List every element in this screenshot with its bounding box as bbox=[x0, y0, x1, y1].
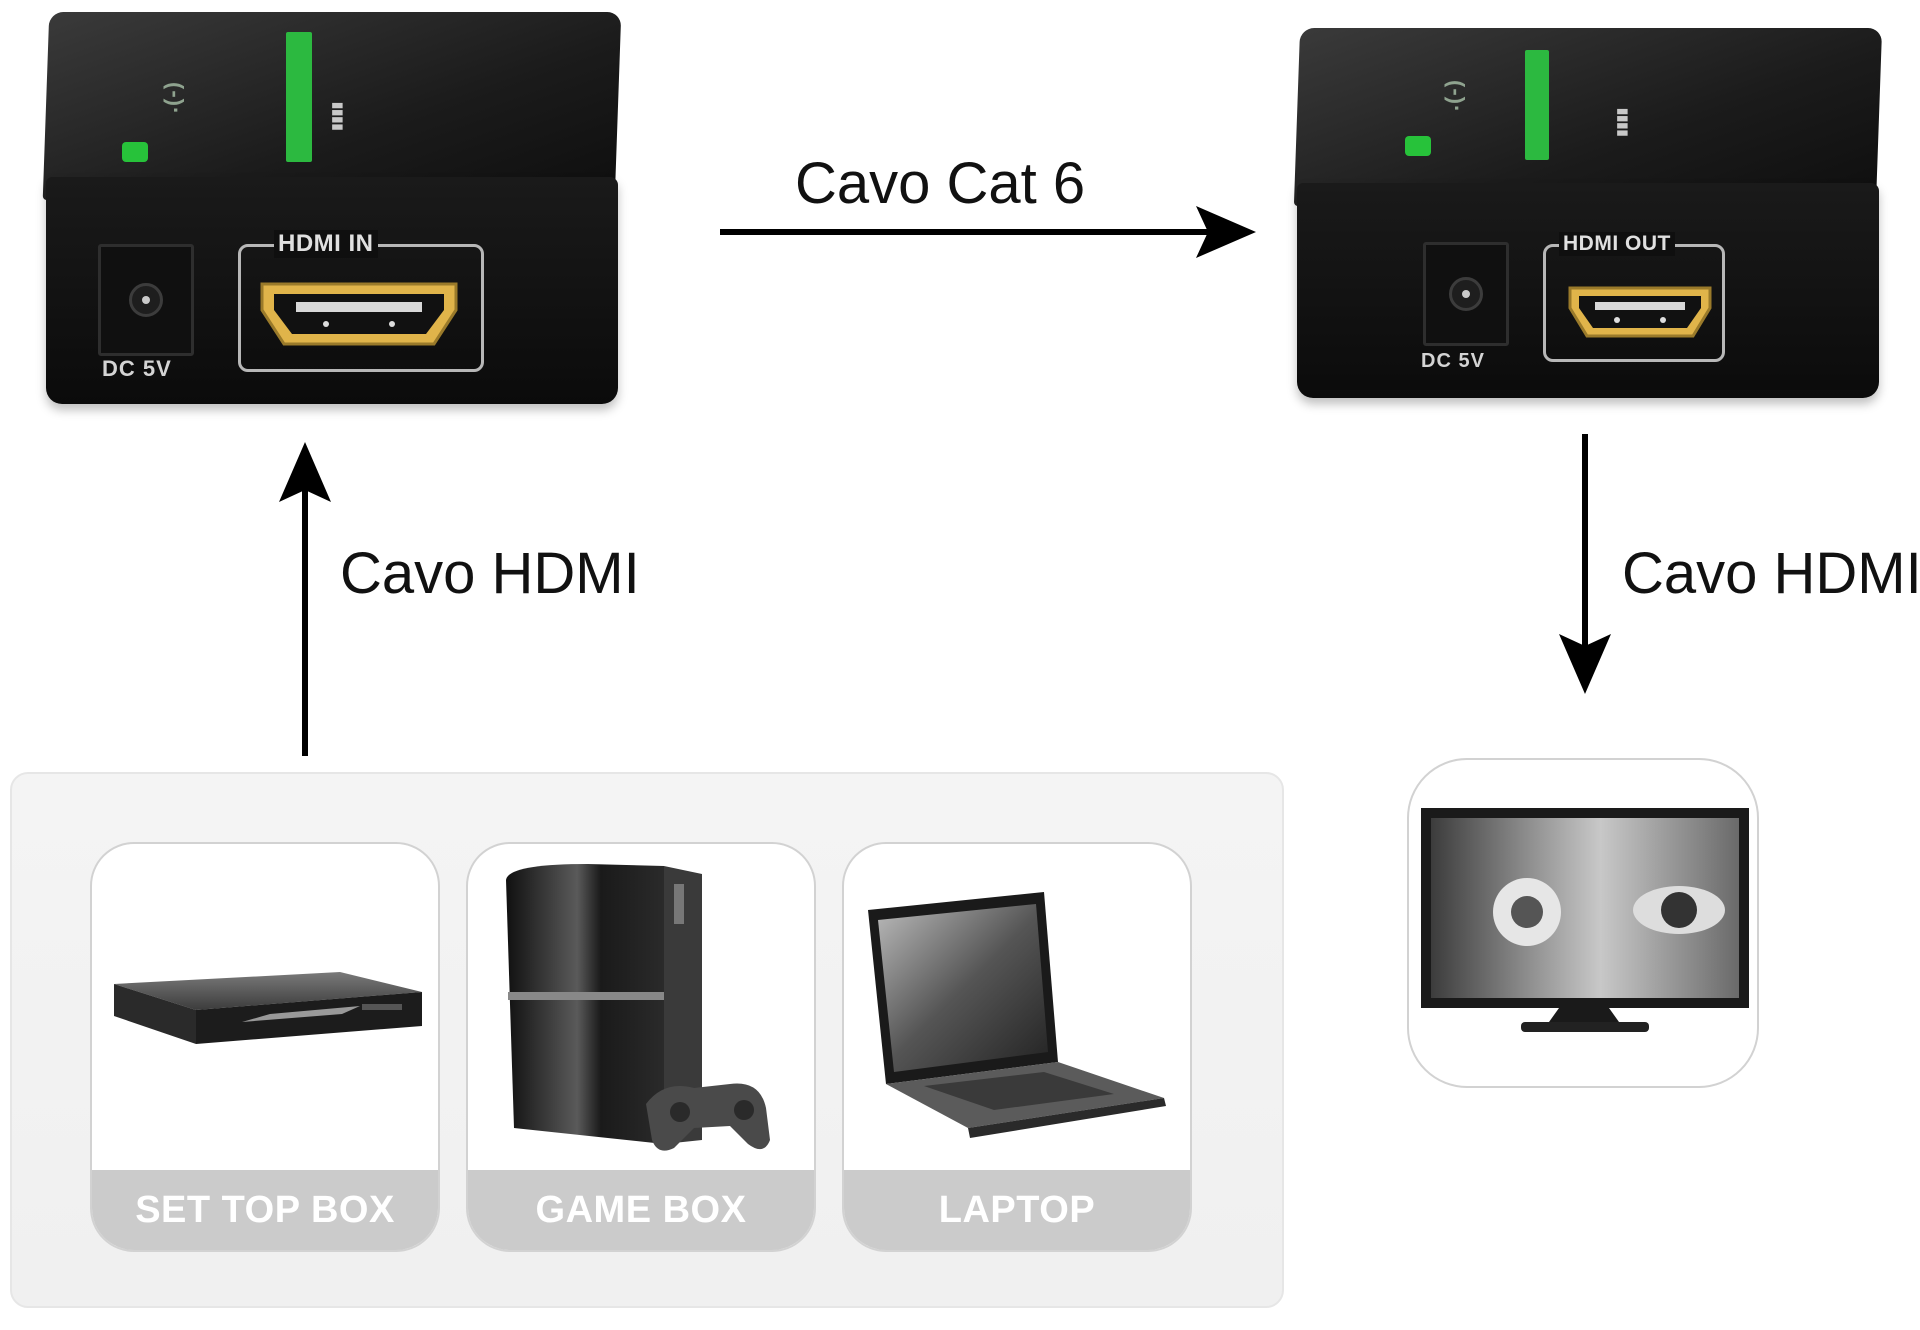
hdmi-out-port bbox=[1568, 286, 1712, 338]
source-caption: LAPTOP bbox=[844, 1170, 1190, 1250]
source-caption: SET TOP BOX bbox=[92, 1170, 438, 1250]
hdmi-out-arrow bbox=[1559, 434, 1611, 694]
hdmi-in-arrow bbox=[279, 442, 331, 756]
game-console-icon bbox=[506, 864, 770, 1151]
dc-power-jack bbox=[1423, 242, 1509, 346]
tv-icon bbox=[1421, 808, 1749, 1032]
source-card-laptop: LAPTOP bbox=[842, 842, 1192, 1252]
transmitter-unit: (-)· ▮▮▮▮ DC 5V HDMI IN bbox=[42, 12, 622, 404]
dc-label: DC 5V bbox=[1421, 350, 1485, 372]
brand-logo-tag bbox=[122, 142, 148, 162]
set-top-box-icon bbox=[114, 972, 422, 1044]
source-caption: GAME BOX bbox=[468, 1170, 814, 1250]
receiver-unit: (-)· ▮▮▮▮ DC 5V HDMI OUT bbox=[1293, 28, 1883, 398]
source-card-set-top-box: SET TOP BOX bbox=[90, 842, 440, 1252]
dc-jack-pin bbox=[1462, 290, 1470, 298]
hdmi-in-port bbox=[260, 282, 458, 346]
cat6-arrow bbox=[720, 206, 1256, 258]
hdmi-output-cable-label: Cavo HDMI bbox=[1622, 541, 1920, 606]
brand-strip bbox=[286, 32, 312, 162]
hdmi-in-label: HDMI IN bbox=[274, 230, 378, 258]
brand-logo-tag bbox=[1405, 136, 1431, 156]
display-card-tv bbox=[1407, 758, 1759, 1088]
laptop-icon bbox=[868, 892, 1166, 1138]
brand-strip bbox=[1525, 50, 1549, 160]
hdmi-out-label: HDMI OUT bbox=[1559, 232, 1675, 256]
hdmi-input-cable-label: Cavo HDMI bbox=[340, 541, 640, 606]
dc-jack-pin bbox=[142, 296, 150, 304]
dc-label: DC 5V bbox=[102, 356, 172, 381]
cat6-cable-label: Cavo Cat 6 bbox=[795, 151, 1086, 216]
source-card-game-box: GAME BOX bbox=[466, 842, 816, 1252]
dc-power-jack bbox=[98, 244, 194, 356]
dc-jack-hole bbox=[1449, 277, 1483, 311]
